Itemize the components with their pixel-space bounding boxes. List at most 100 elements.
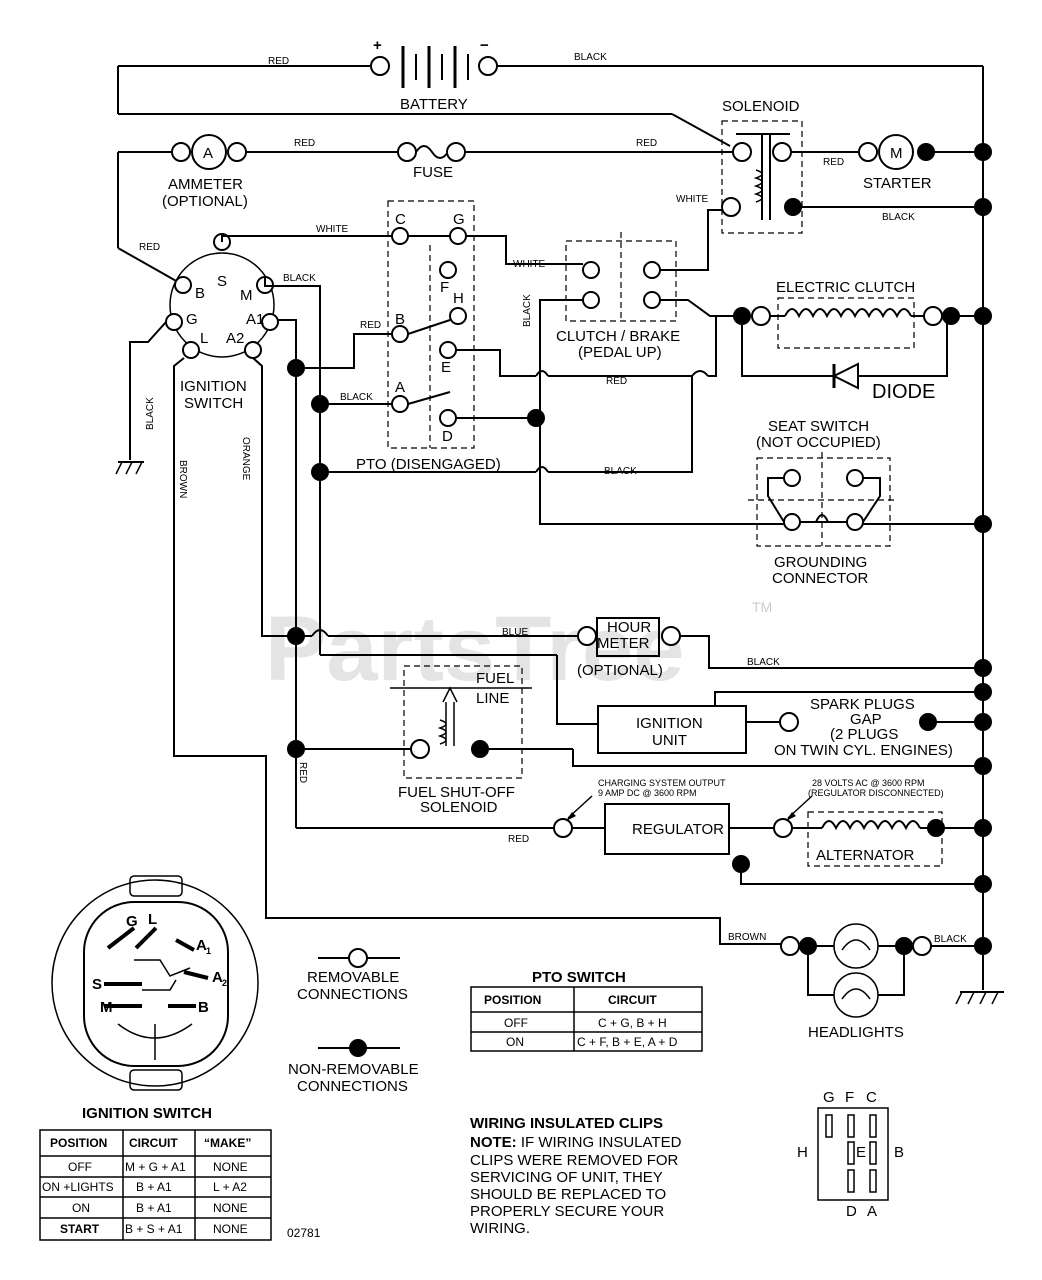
- pinout-label: G: [823, 1089, 835, 1106]
- seat-switch: SEAT SWITCH (NOT OCCUPIED) GROUNDING CON…: [539, 418, 983, 587]
- pto-terminal: A: [395, 379, 405, 396]
- red-cross-line: RED BLACK: [320, 316, 717, 477]
- seat-ground1: GROUNDING: [774, 554, 867, 571]
- ammeter-fuse-line: A AMMETER (OPTIONAL) FUSE RED RED RED: [117, 134, 733, 283]
- alternator-label: ALTERNATOR: [816, 847, 915, 864]
- note-line: NOTE: IF WIRING INSULATED: [470, 1134, 682, 1151]
- wire-label: BLACK: [882, 212, 915, 223]
- wire-label: BLACK: [340, 392, 373, 403]
- fuel-label2: LINE: [476, 690, 509, 707]
- wire-label: WHITE: [513, 259, 546, 270]
- ign-diag-terminal: S: [92, 976, 102, 993]
- ign-terminal: A2: [226, 330, 244, 347]
- pinout-label: C: [866, 1089, 877, 1106]
- electric-clutch-label: ELECTRIC CLUTCH: [776, 279, 915, 296]
- ign-table-cell: START: [60, 1222, 100, 1236]
- note-line: SHOULD BE REPLACED TO: [470, 1186, 666, 1203]
- pinout-label: F: [845, 1089, 854, 1106]
- wiring-note: WIRING INSULATED CLIPS NOTE: IF WIRING I…: [470, 1115, 682, 1237]
- ign-table-cell: NONE: [213, 1201, 248, 1215]
- clutch-label: CLUTCH / BRAKE: [556, 328, 680, 345]
- pinout-label: B: [894, 1144, 904, 1161]
- ign-table-title: IGNITION SWITCH: [82, 1105, 212, 1122]
- ign-terminal: L: [200, 330, 208, 347]
- note-line: SERVICING OF UNIT, THEY: [470, 1169, 663, 1186]
- ign-terminal: B: [195, 285, 205, 302]
- wire-label: BLACK: [604, 466, 637, 477]
- ign-table-cell: ON +LIGHTS: [42, 1180, 114, 1194]
- ign-table-cell: B + A1: [136, 1180, 172, 1194]
- pto-table-cell: OFF: [504, 1016, 528, 1030]
- ign-diag-terminal: A: [196, 937, 207, 954]
- headlights: BROWN BLACK HEADLIGHTS: [728, 923, 983, 1041]
- part-number: 02781: [287, 1226, 321, 1240]
- ign-diag-terminal: 2: [222, 978, 227, 988]
- ign-table-cell: NONE: [213, 1222, 248, 1236]
- clutch-sublabel: (PEDAL UP): [578, 344, 662, 361]
- wire-label: RED: [139, 242, 160, 253]
- ammeter-sublabel: (OPTIONAL): [162, 193, 248, 210]
- clutch-brake: WHITE BLACK CLUTCH / BRAKE (PEDAL UP): [522, 194, 742, 418]
- wire-label: RED: [360, 320, 381, 331]
- seat-ground2: CONNECTOR: [772, 570, 869, 587]
- pto-label: PTO (DISENGAGED): [356, 456, 501, 473]
- pto-terminal: G: [453, 211, 465, 228]
- ign-diag-terminal: L: [148, 911, 157, 928]
- watermark-tm: TM: [752, 599, 772, 615]
- ign-terminal: S: [217, 273, 227, 290]
- ignition-switch-diagram: G L A 1 A 2 S M B: [51, 875, 259, 1091]
- ammeter-label: AMMETER: [168, 176, 243, 193]
- pto-pinout: G F C E H B D A: [797, 1089, 904, 1220]
- spark-l1: SPARK PLUGS: [810, 696, 915, 713]
- wire-label: RED: [606, 376, 627, 387]
- ign-table-cell: M + G + A1: [125, 1160, 186, 1174]
- fuel-sol1: FUEL SHUT-OFF: [398, 784, 515, 801]
- wire-label: BROWN: [177, 460, 188, 498]
- wire-label: WHITE: [676, 194, 709, 205]
- legend-nonremovable2: CONNECTIONS: [297, 1078, 408, 1095]
- battery-plus: +: [373, 37, 382, 54]
- watermark: PartsTree: [265, 598, 684, 700]
- note-title: WIRING INSULATED CLIPS: [470, 1115, 663, 1132]
- ign-diag-terminal: G: [126, 913, 138, 930]
- ignition-wires: WHITE BLACK BLACK BROWN ORANGE: [115, 224, 790, 945]
- ign-table-header: POSITION: [50, 1136, 107, 1150]
- pto-switch: C G F H B E A D PTO (DISENGAGED): [356, 200, 501, 473]
- reg-note2: 9 AMP DC @ 3600 RPM: [598, 788, 697, 798]
- junctions: [287, 143, 992, 955]
- ign-table-header: CIRCUIT: [129, 1136, 178, 1150]
- pto-terminal: B: [395, 311, 405, 328]
- ign-table-cell: OFF: [68, 1160, 92, 1174]
- ign-table-cell: B + S + A1: [125, 1222, 183, 1236]
- ign-diag-terminal: M: [100, 999, 113, 1016]
- wire-label: BLUE: [502, 627, 528, 638]
- note-line: WIRING.: [470, 1220, 530, 1237]
- pto-terminal: F: [440, 279, 449, 296]
- wire-label: BROWN: [728, 932, 766, 943]
- fuel-label1: FUEL: [476, 670, 514, 687]
- fuel-solenoid: FUEL LINE FUEL SHUT-OFF SOLENOID RED: [296, 665, 983, 816]
- wire-label: BLACK: [283, 273, 316, 284]
- pto-terminal: C: [395, 211, 406, 228]
- pto-table-title: PTO SWITCH: [532, 969, 626, 986]
- fuel-sol2: SOLENOID: [420, 799, 498, 816]
- note-line: CLIPS WERE REMOVED FOR: [470, 1152, 679, 1169]
- battery: + − BATTERY RED BLACK: [117, 37, 983, 147]
- pto-table-cell: C + F, B + E, A + D: [577, 1035, 678, 1049]
- ammeter-symbol: A: [203, 145, 213, 162]
- seat-switch-label: SEAT SWITCH: [768, 418, 869, 435]
- pinout-label: A: [867, 1203, 877, 1220]
- pinout-label: E: [856, 1144, 866, 1161]
- ign-terminal: M: [240, 287, 253, 304]
- fuse-label: FUSE: [413, 164, 453, 181]
- ign-table-cell: B + A1: [136, 1201, 172, 1215]
- seat-switch-sublabel: (NOT OCCUPIED): [756, 434, 881, 451]
- reg-note3: 28 VOLTS AC @ 3600 RPM: [812, 778, 925, 788]
- pinout-label: H: [797, 1144, 808, 1161]
- legend-removable2: CONNECTIONS: [297, 986, 408, 1003]
- headlights-label: HEADLIGHTS: [808, 1024, 904, 1041]
- wire-label: RED: [268, 56, 289, 67]
- pto-table-cell: C + G, B + H: [598, 1016, 667, 1030]
- wire-label: BLACK: [574, 52, 607, 63]
